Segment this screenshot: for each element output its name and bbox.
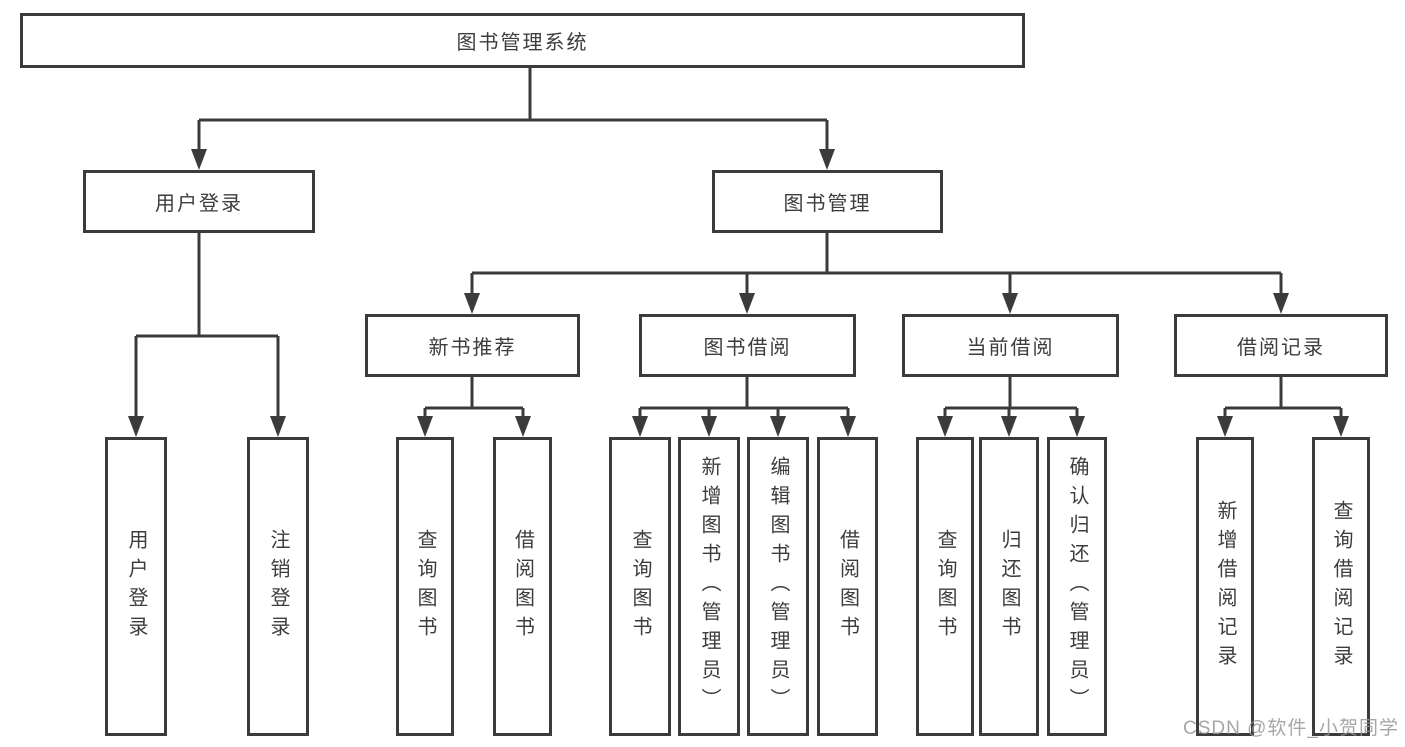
leaf-confirm-return-admin: 确认归还（管理员） [1047, 437, 1107, 736]
node-label: 查询图书 [414, 528, 436, 645]
node-label: 查询图书 [934, 528, 956, 645]
node-label: 归还图书 [998, 528, 1020, 645]
node-label: 图书管理系统 [456, 32, 589, 54]
leaf-return-books: 归还图书 [979, 437, 1039, 736]
node-label: 借阅图书 [836, 528, 859, 645]
node-label: 注销登录 [267, 528, 289, 645]
leaf-edit-books-admin: 编辑图书（管理员） [747, 437, 809, 736]
leaf-user-login: 用户登录 [105, 437, 167, 736]
leaf-add-books-admin: 新增图书（管理员） [678, 437, 740, 736]
node-label: 图书借阅 [703, 337, 792, 359]
leaf-add-borrow-record: 新增借阅记录 [1196, 437, 1254, 736]
node-label: 新增借阅记录 [1214, 499, 1236, 674]
node-borrowing-records: 借阅记录 [1174, 314, 1388, 377]
node-label: 借阅记录 [1237, 337, 1325, 359]
leaf-borrow-books-recommend: 借阅图书 [493, 437, 552, 736]
node-user-login: 用户登录 [83, 170, 315, 233]
leaf-query-books-borrow: 查询图书 [609, 437, 671, 736]
node-label: 确认归还（管理员） [1066, 456, 1088, 717]
node-book-management: 图书管理 [712, 170, 943, 233]
watermark: CSDN @软件_小贺同学 [1183, 718, 1399, 739]
leaf-query-borrow-record: 查询借阅记录 [1312, 437, 1370, 736]
node-label: 用户登录 [125, 528, 147, 645]
node-label: 编辑图书（管理员） [767, 456, 789, 717]
node-current-borrowing: 当前借阅 [902, 314, 1119, 377]
node-label: 查询借阅记录 [1330, 499, 1352, 674]
node-label: 用户登录 [155, 193, 243, 215]
leaf-query-books-current: 查询图书 [916, 437, 974, 736]
node-label: 新书推荐 [428, 337, 517, 359]
node-label: 当前借阅 [966, 337, 1055, 359]
node-new-book-recommendation: 新书推荐 [365, 314, 580, 377]
node-label: 新增图书（管理员） [698, 456, 720, 717]
leaf-query-books-recommend: 查询图书 [396, 437, 454, 736]
node-label: 查询图书 [629, 528, 651, 645]
node-book-borrowing: 图书借阅 [639, 314, 856, 377]
leaf-borrow-books: 借阅图书 [817, 437, 878, 736]
leaf-logout-login: 注销登录 [247, 437, 309, 736]
node-book-management-system: 图书管理系统 [20, 13, 1025, 68]
node-label: 借阅图书 [511, 528, 534, 645]
node-label: 图书管理 [783, 193, 872, 215]
